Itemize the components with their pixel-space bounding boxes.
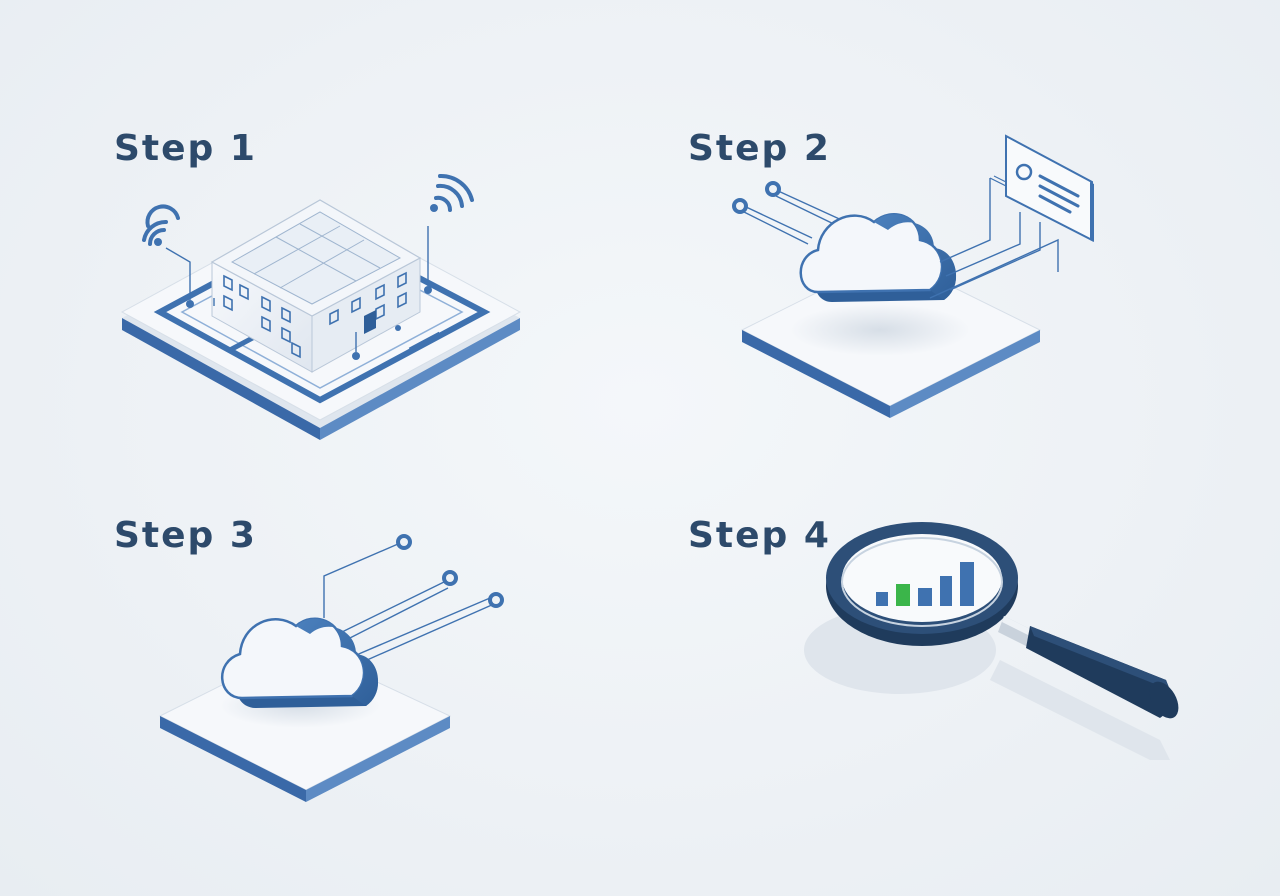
step-1-label: Step 1 [114,128,257,169]
step-2-cloud-dashboard-icon [732,134,1094,418]
step-4-label: Step 4 [688,515,831,556]
step-2-label: Step 2 [688,128,831,169]
step-1-smart-building-icon [120,173,522,440]
step-3-cloud-sensors-icon [158,534,504,802]
step-4-magnifier-chart-icon [804,522,1179,760]
magnifier-bar-chart [876,562,974,606]
step-3-label: Step 3 [114,515,257,556]
